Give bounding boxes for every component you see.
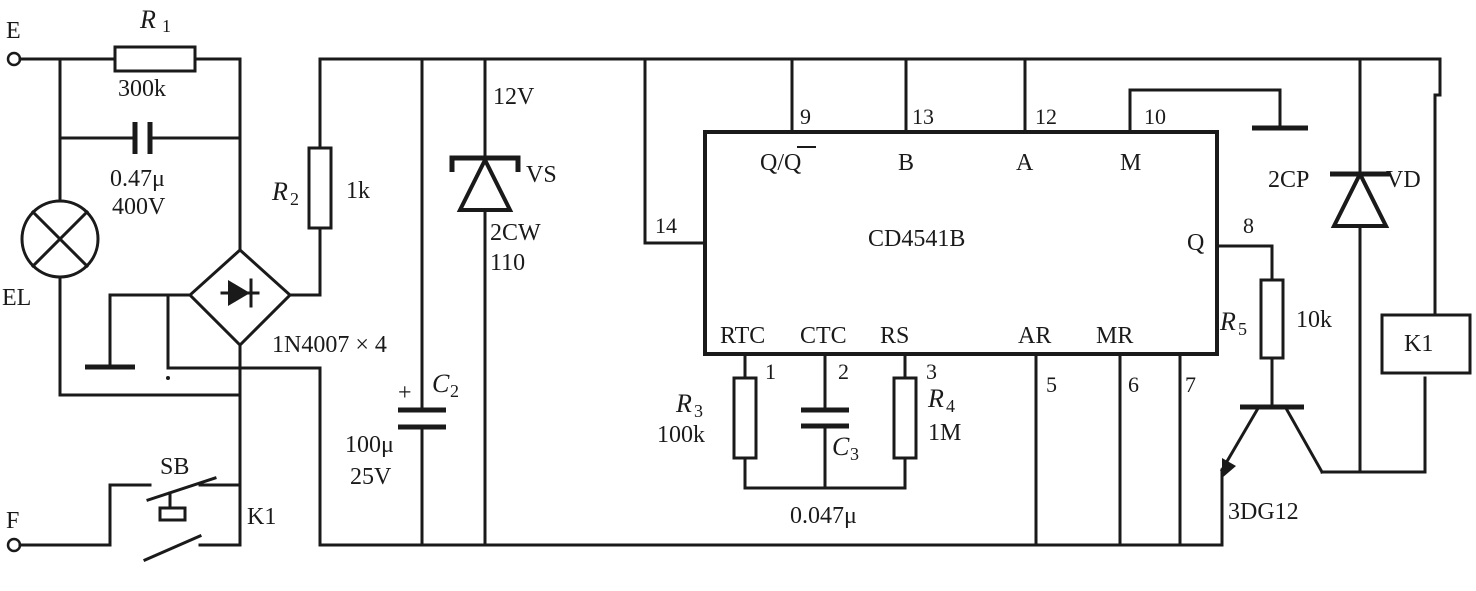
pin-2-label: CTC — [800, 323, 847, 349]
pin-6-label: MR — [1096, 323, 1133, 349]
r4-name: R — [927, 384, 944, 413]
r3-sub: 3 — [694, 401, 703, 421]
capacitor-c2: + C 2 100μ 25V — [345, 57, 459, 547]
terminal-e-label: E — [6, 18, 21, 44]
pin-1-label: RTC — [720, 323, 765, 349]
pin-13-label: B — [898, 150, 914, 176]
bridge-output-wiring — [166, 226, 322, 547]
resistor-r5: R 5 10k — [1219, 278, 1332, 407]
resistor-r2: R 2 1k — [271, 57, 1362, 230]
diode-vd: 2CP VD — [1268, 57, 1421, 474]
pin-8-num: 8 — [1243, 213, 1254, 238]
c3-value: 0.047μ — [790, 503, 857, 529]
lamp-el: EL — [2, 199, 100, 311]
capacitor-c3: C 3 0.047μ — [790, 407, 859, 529]
vd-part: 2CP — [1268, 167, 1309, 193]
zener-voltage: 12V — [493, 84, 535, 110]
zener-name: VS — [526, 162, 557, 188]
terminal-f-label: F — [6, 508, 19, 534]
pin-8-label: Q — [1187, 230, 1204, 256]
zener-part1: 2CW — [490, 220, 541, 246]
r1-name: R — [139, 5, 156, 34]
terminal-f: F — [6, 508, 22, 553]
pin-6-num: 6 — [1128, 372, 1139, 397]
r3-name: R — [675, 389, 692, 418]
pin-3-label: RS — [880, 323, 909, 349]
pin-5-label: AR — [1018, 323, 1051, 349]
ic-cd4541b: CD4541B 9 Q/Q 13 B 12 A 10 M 14 8 Q RTC … — [643, 57, 1308, 547]
bridge-rectifier: 1N4007 × 4 — [187, 247, 387, 358]
pin-12-num: 12 — [1035, 104, 1057, 129]
mains-wiring — [18, 57, 242, 547]
pin-12-label: A — [1016, 150, 1034, 176]
c3-sub: 3 — [850, 444, 859, 464]
resistor-r3: R 3 100k — [657, 376, 907, 490]
r5-sub: 5 — [1238, 319, 1247, 339]
cap-parallel-value: 0.47μ — [110, 166, 165, 192]
transistor-3dg12: 3DG12 — [1219, 376, 1427, 547]
transistor-label: 3DG12 — [1228, 499, 1299, 525]
r2-sub: 2 — [290, 189, 299, 209]
vd-name: VD — [1386, 167, 1421, 193]
c3-name: C — [832, 432, 850, 461]
pin-10-label: M — [1120, 150, 1141, 176]
relay-label: K1 — [1404, 331, 1433, 357]
pin-9-label: Q/Q — [760, 150, 801, 176]
pin-9-num: 9 — [800, 104, 811, 129]
r2-name: R — [271, 177, 288, 206]
zener-vs: 12V VS 2CW 110 — [449, 57, 557, 547]
zener-part2: 110 — [490, 250, 525, 276]
switch-k1: K1 — [143, 504, 276, 562]
cap-parallel-voltage: 400V — [112, 194, 166, 220]
r3-value: 100k — [657, 422, 705, 448]
r5-value: 10k — [1296, 307, 1332, 333]
c2-name: C — [432, 369, 450, 398]
pin-14-num: 14 — [655, 213, 677, 238]
pin-5-num: 5 — [1046, 372, 1057, 397]
r5-name: R — [1219, 307, 1236, 336]
pin-3-num: 3 — [926, 359, 937, 384]
ic-name: CD4541B — [868, 226, 965, 252]
pin-13-num: 13 — [912, 104, 934, 129]
relay-k1: K1 — [1358, 57, 1472, 375]
sb-label: SB — [160, 454, 189, 480]
ground-left — [85, 293, 192, 370]
resistor-r1: R 1 300k — [113, 5, 197, 102]
r2-value: 1k — [346, 178, 370, 204]
switch-sb: SB — [146, 454, 217, 522]
c2-voltage: 25V — [350, 464, 392, 490]
r4-value: 1M — [928, 420, 961, 446]
c2-value: 100μ — [345, 432, 394, 458]
pin-1-num: 1 — [765, 359, 776, 384]
r4-sub: 4 — [946, 396, 955, 416]
c2-plus: + — [398, 380, 412, 406]
r1-sub: 1 — [162, 16, 171, 36]
pin-7-num: 7 — [1185, 372, 1196, 397]
resistor-r4: R 4 1M — [892, 376, 961, 460]
c2-sub: 2 — [450, 381, 459, 401]
r1-value: 300k — [118, 76, 166, 102]
terminal-e: E — [6, 18, 22, 67]
pin-10-num: 10 — [1144, 104, 1166, 129]
lamp-label: EL — [2, 285, 31, 311]
capacitor-parallel: 0.47μ 400V — [110, 122, 166, 220]
bridge-label: 1N4007 × 4 — [272, 332, 387, 358]
k1-switch-label: K1 — [247, 504, 276, 530]
pin-2-num: 2 — [838, 359, 849, 384]
